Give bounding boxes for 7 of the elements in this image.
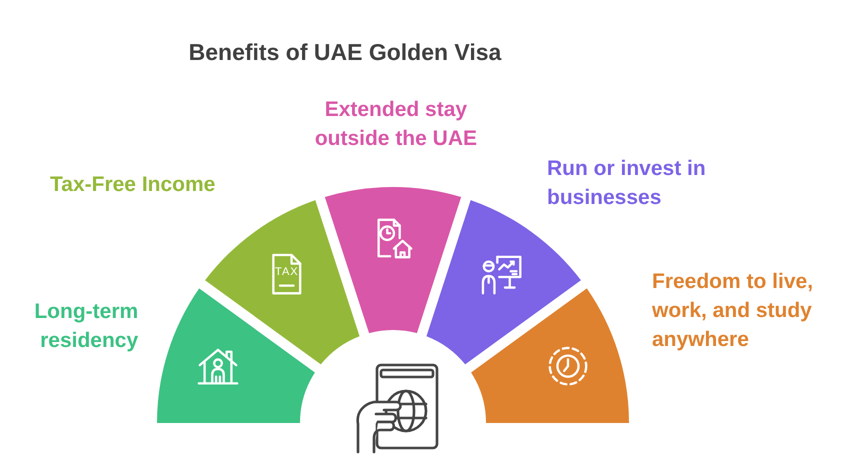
benefit-label: Freedom to live, work, and study anywhere [652, 269, 814, 353]
benefit-label: Run or invest in businesses [547, 156, 707, 211]
title: Benefits of UAE Golden Visa [188, 38, 502, 67]
benefit-label: Tax-Free Income [50, 172, 216, 198]
benefit-label: Extended stay outside the UAE [314, 97, 478, 152]
icon-text: TAX [275, 266, 299, 278]
benefit-label: Long-term residency [33, 299, 138, 354]
